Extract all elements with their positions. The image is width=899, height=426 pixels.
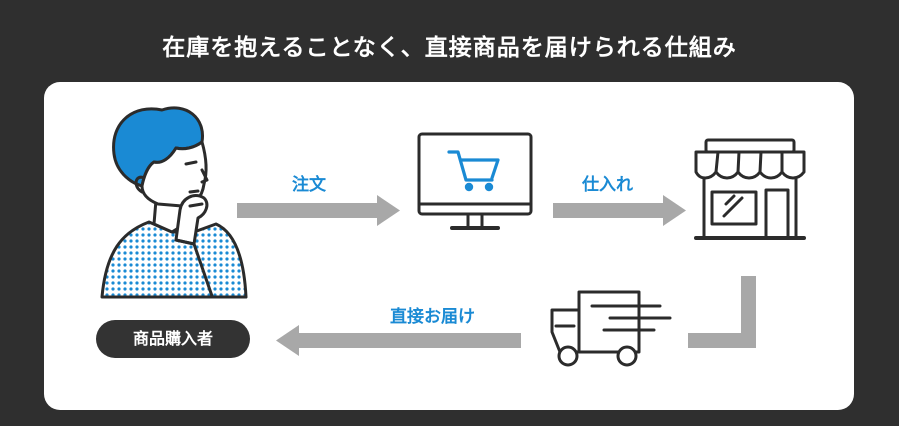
arrow-return-elbow [688, 276, 756, 348]
diagram-graphics [100, 106, 806, 367]
diagram-panel: 注文 仕入れ 直接お届け 商品購入者 [44, 82, 854, 410]
arrow-order [237, 195, 400, 226]
flow-label-purchase: 仕入れ [582, 175, 633, 195]
delivery-truck-icon [550, 290, 672, 367]
buyer-badge: 商品購入者 [96, 320, 250, 358]
store-icon [694, 138, 806, 240]
computer-cart-icon [417, 132, 533, 230]
person-thinking-icon [100, 106, 248, 299]
page-title: 在庫を抱えることなく、直接商品を届けられる仕組み [162, 35, 737, 61]
flow-label-order: 注文 [292, 175, 326, 195]
arrow-delivery [276, 325, 521, 356]
flow-label-delivery: 直接お届け [390, 307, 475, 327]
arrow-purchase [553, 195, 686, 226]
